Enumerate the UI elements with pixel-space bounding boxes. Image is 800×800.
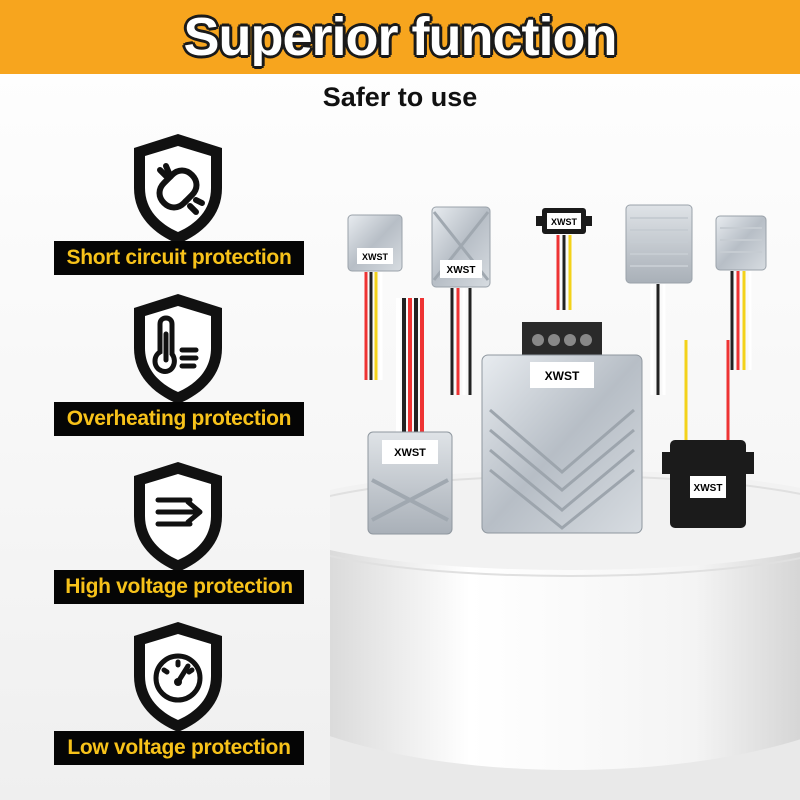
converter-tall-5: XWST	[367, 298, 453, 535]
feature-label-short-circuit: Short circuit protection	[54, 241, 304, 275]
converter-small-1: XWST	[347, 214, 403, 380]
brand-label: XWST	[362, 252, 389, 262]
product-display: XWST XWST XWST	[330, 204, 800, 800]
feature-label-low-voltage: Low voltage protection	[54, 731, 304, 765]
shield-thermometer-icon	[134, 294, 222, 404]
brand-label: XWST	[447, 265, 476, 276]
brand-label: XWST	[394, 447, 426, 459]
converter-small-4	[715, 215, 767, 370]
feature-label-high-voltage: High voltage protection	[54, 570, 304, 604]
converter-black-mini: XWST	[536, 208, 592, 310]
feature-label-overheating: Overheating protection	[54, 402, 304, 436]
shield-broken-link-icon	[134, 134, 222, 244]
page-title: Superior function	[183, 7, 618, 67]
brand-label: XWST	[545, 369, 580, 383]
converter-large-6: XWST	[481, 322, 643, 534]
converter-medium-2: XWST	[431, 206, 491, 395]
shield-gauge-icon	[134, 622, 222, 732]
brand-label: XWST	[551, 217, 578, 227]
shield-arrow-lines-icon	[134, 462, 222, 572]
brand-label: XWST	[694, 483, 723, 494]
converter-black-7: XWST	[662, 340, 754, 528]
title-banner	[0, 0, 800, 74]
page-subtitle: Safer to use	[322, 82, 478, 112]
converter-finned-3	[625, 204, 693, 395]
